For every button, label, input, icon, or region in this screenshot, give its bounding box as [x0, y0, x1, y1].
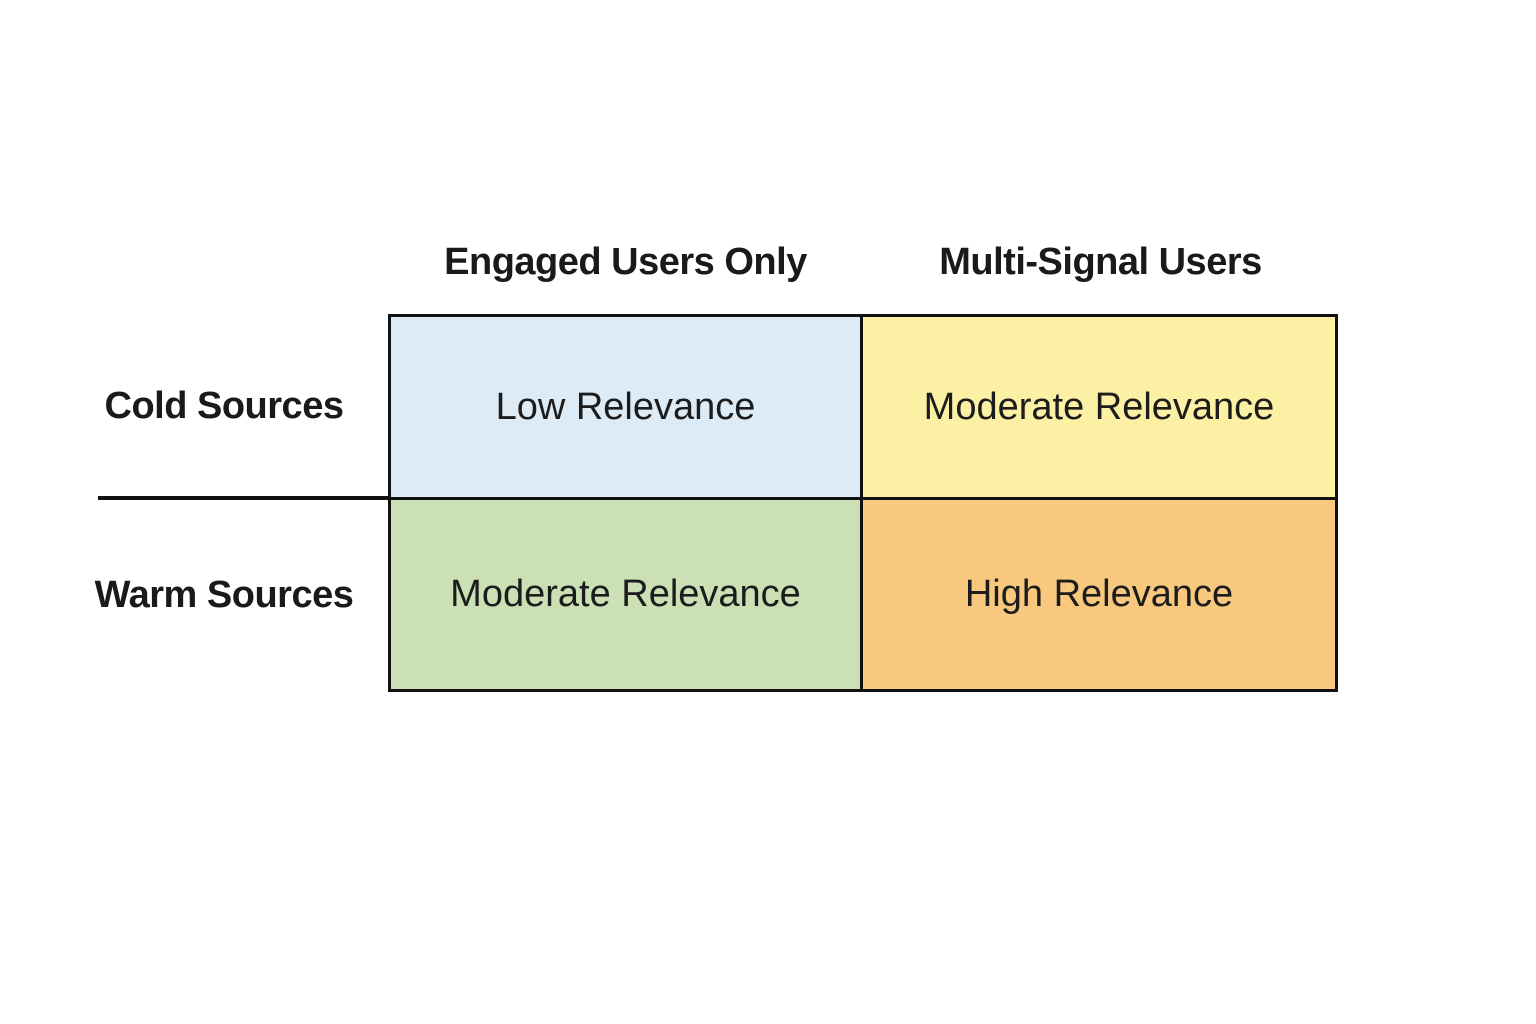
matrix-cell-cold-multisignal: Moderate Relevance	[863, 317, 1335, 500]
matrix-cell-cold-engaged: Low Relevance	[391, 317, 863, 500]
row-label-warm-sources: Warm Sources	[94, 573, 354, 616]
row-separator-line	[98, 496, 390, 500]
column-header-multi-signal-users: Multi-Signal Users	[939, 240, 1262, 283]
matrix-cell-warm-engaged: Moderate Relevance	[391, 500, 863, 689]
column-header-engaged-users-only: Engaged Users Only	[444, 240, 807, 283]
matrix-cell-warm-multisignal: High Relevance	[863, 500, 1335, 689]
matrix-grid: Low Relevance Moderate Relevance Moderat…	[388, 314, 1338, 692]
row-label-cold-sources: Cold Sources	[104, 385, 344, 427]
